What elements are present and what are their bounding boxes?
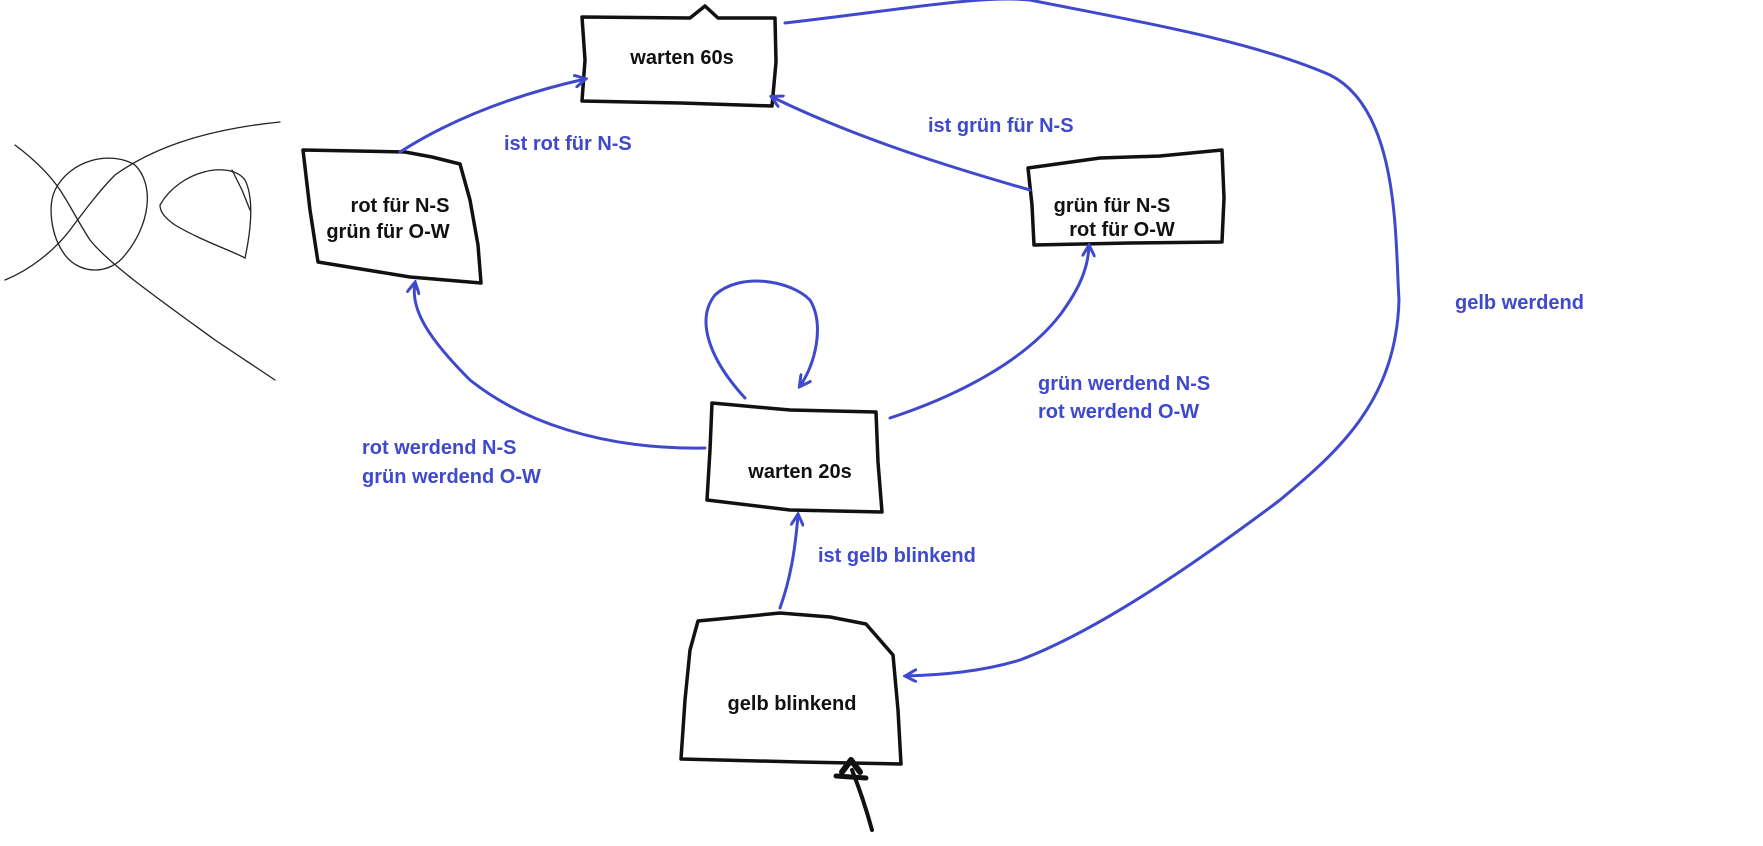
scribble-sketch [4,121,281,381]
edge-label-rot-werdend-1: rot werdend N-S [362,437,516,459]
edge-warten20-to-rot [414,283,707,450]
edge-warten20-self-loop [704,279,819,400]
state-gruen-ns: grün für N-S rot für O-W [1026,148,1226,247]
edge-label-rot-werdend-2: grün werdend O-W [362,466,541,488]
edge-label-gruen-werdend-1: grün werdend N-S [1038,373,1210,395]
state-gruen-ns-label-2: rot für O-W [1069,219,1175,241]
edge-warten60-to-gelb [783,0,1401,676]
edge-label-ist-rot: ist rot für N-S [504,133,632,155]
state-warten-20s-label: warten 20s [747,461,851,483]
edge-label-gruen-werdend-2: rot werdend O-W [1038,401,1199,423]
edge-label-gelb-werdend: gelb werdend [1455,292,1584,314]
edge-rot-to-warten60 [398,79,585,154]
state-rot-ns: rot für N-S grün für O-W [301,148,483,285]
state-rot-ns-label-1: rot für N-S [351,195,450,217]
state-warten-20s: warten 20s [705,401,884,514]
state-gelb-blinkend-label: gelb blinkend [728,693,857,715]
edge-warten20-to-gruen [888,246,1089,420]
edge-label-ist-gelb: ist gelb blinkend [818,545,976,567]
edge-gelb-to-warten20 [778,515,798,610]
state-warten-60s-label: warten 60s [629,47,733,69]
state-rot-ns-label-2: grün für O-W [326,221,449,243]
state-gruen-ns-label-1: grün für N-S [1054,195,1171,217]
edge-gruen-to-warten60 [772,97,1032,192]
state-warten-60s: warten 60s [580,4,778,108]
state-gelb-blinkend: gelb blinkend [679,611,903,766]
start-arrow-icon [833,757,874,832]
edge-label-ist-gruen: ist grün für N-S [928,115,1074,137]
